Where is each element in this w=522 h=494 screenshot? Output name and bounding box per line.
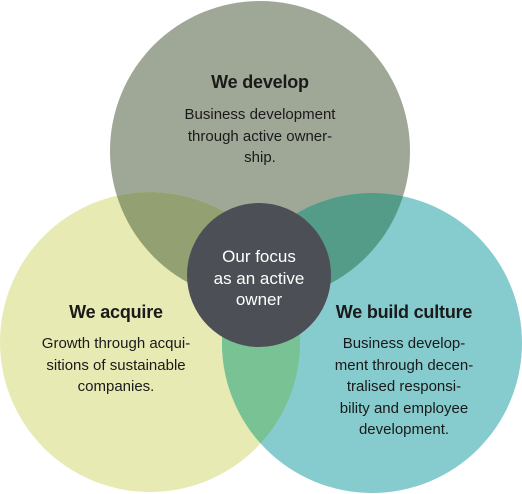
culture-description: Business develop- ment through decen- tr… <box>334 335 474 438</box>
center-focus-circle <box>187 203 331 347</box>
develop-description: Business development through active owne… <box>184 106 336 166</box>
culture-title: We build culture <box>335 302 473 322</box>
acquire-title: We acquire <box>69 302 163 322</box>
develop-title: We develop <box>211 72 309 92</box>
center-focus-text: Our focus as an active owner <box>213 247 305 309</box>
acquire-description: Growth through acqui- sitions of sustain… <box>41 335 191 395</box>
